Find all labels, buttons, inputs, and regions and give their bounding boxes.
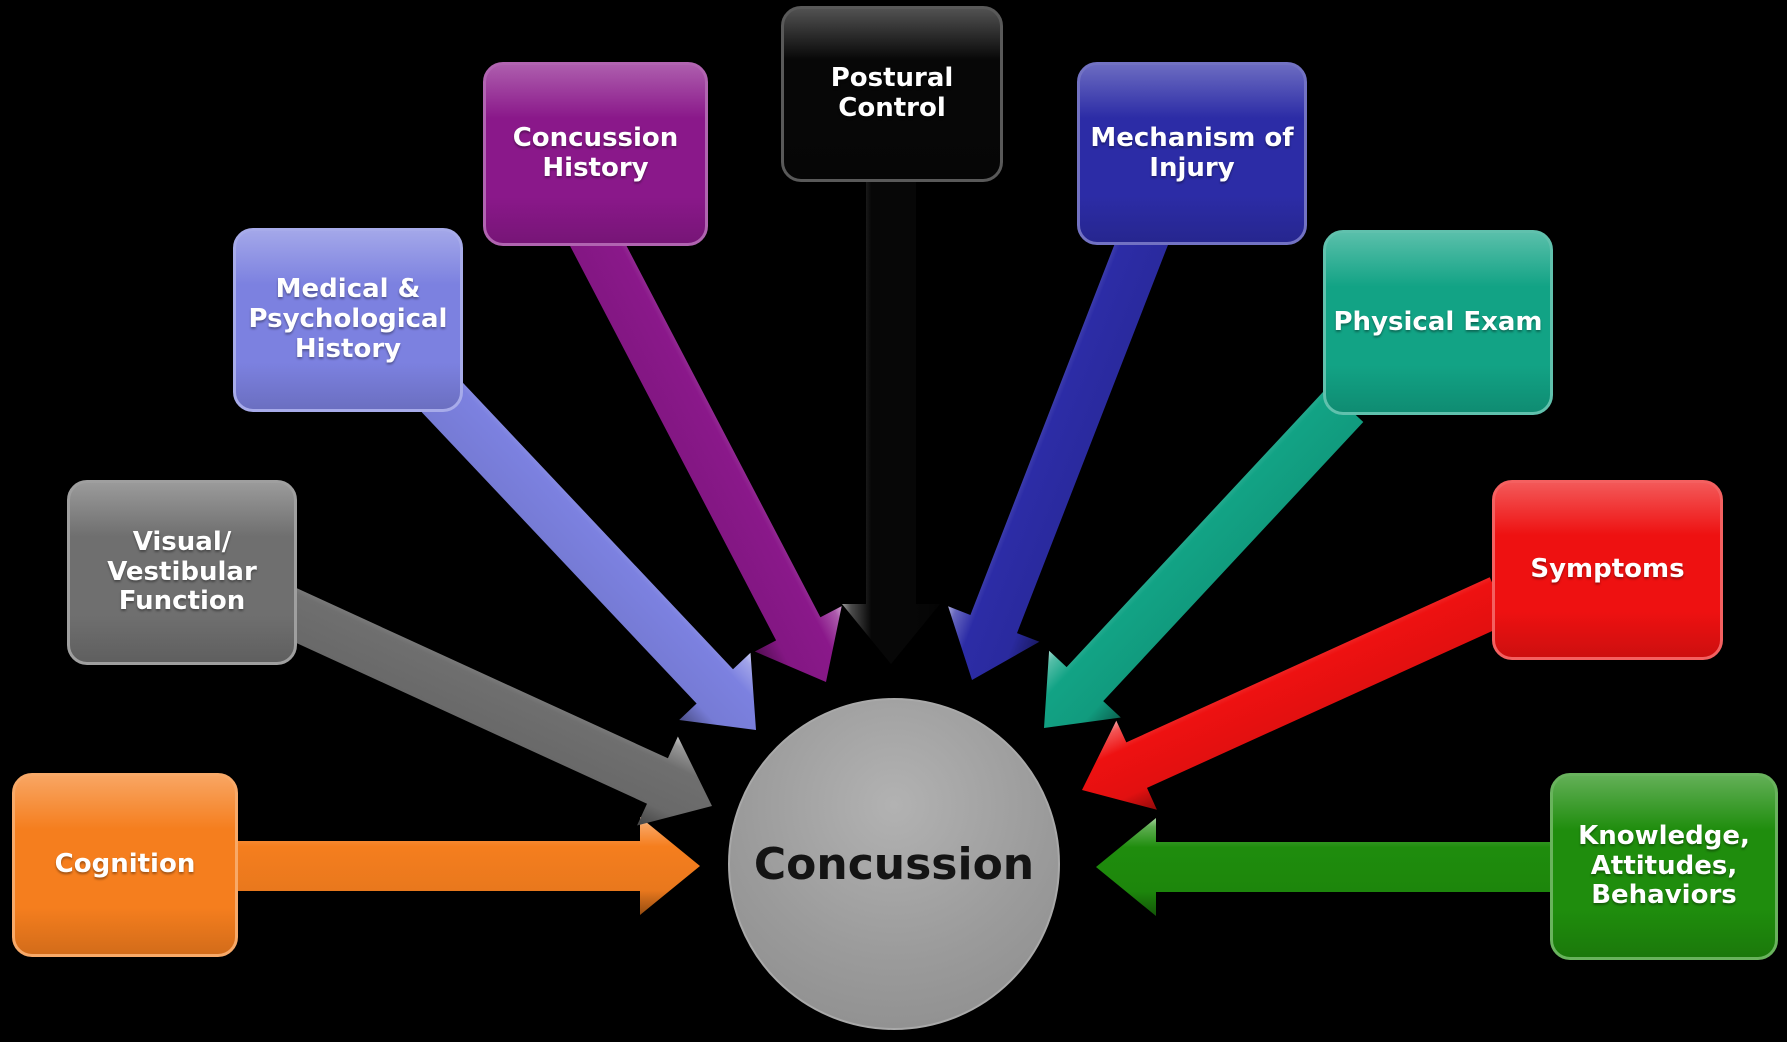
node-label: Postural Control [830,63,954,123]
node-label: Visual/ Vestibular Function [107,526,257,617]
center-node-concussion: Concussion [728,698,1060,1030]
node-label: Medical & Psychological History [248,274,448,364]
arrow-medical-psychological-history [421,377,756,730]
center-label: Concussion [753,838,1035,890]
node-label: Symptoms [1530,554,1685,585]
arrow-cognition [230,817,700,915]
node-label: Knowledge, Attitudes, Behaviors [1578,820,1750,911]
node-label: Physical Exam [1333,306,1543,337]
node-symptoms: Symptoms [1492,480,1723,660]
node-cognition: Cognition [12,773,238,957]
arrow-postural-control [842,170,940,664]
node-postural-control: Postural Control [781,6,1003,182]
arrow-concussion-history [567,218,842,682]
node-concussion-history: Concussion History [483,62,708,246]
node-label: Mechanism of Injury [1090,122,1294,183]
arrow-symptoms [1082,577,1511,810]
node-visual-vestibular-function: Visual/ Vestibular Function [67,480,297,665]
node-label: Cognition [54,849,196,880]
node-label: Concussion History [512,123,679,183]
node-knowledge-attitudes-behaviors: Knowledge, Attitudes, Behaviors [1550,773,1778,960]
node-mechanism-of-injury: Mechanism of Injury [1077,62,1307,245]
arrow-physical-exam [1044,388,1364,728]
node-physical-exam: Physical Exam [1323,230,1553,415]
arrow-knowledge-attitudes-behaviors [1096,818,1560,916]
arrow-mechanism-of-injury [948,225,1169,680]
arrow-visual-vestibular-function [269,585,712,826]
node-medical-psychological-history: Medical & Psychological History [233,228,463,412]
